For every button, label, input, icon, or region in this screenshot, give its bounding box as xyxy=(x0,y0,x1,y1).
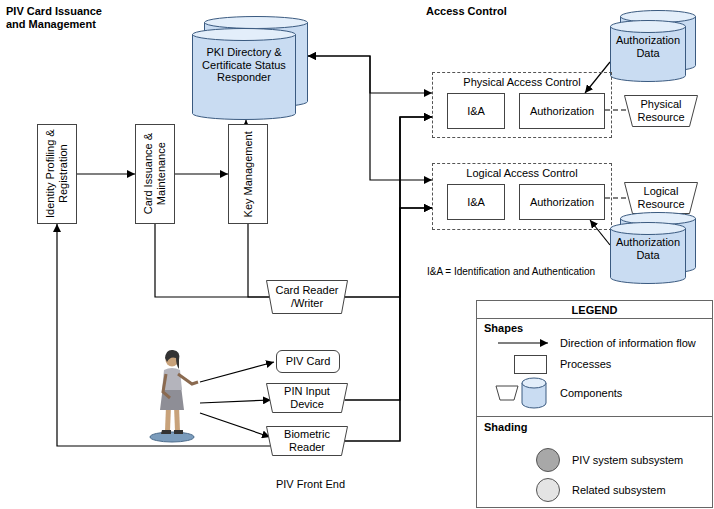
process-box: Authorization xyxy=(519,93,605,129)
legend-text: Components xyxy=(560,387,622,400)
node-label: Key Management xyxy=(242,128,255,220)
node-label: I&A xyxy=(467,105,485,118)
database-cylinder: PKI Directory & Certificate Status Respo… xyxy=(192,16,308,120)
connector xyxy=(57,224,270,446)
legend-frame xyxy=(476,301,713,508)
node-label: PKI Directory & Certificate Status Respo… xyxy=(198,46,290,84)
group-title: PIV Card Issuance and Management xyxy=(6,5,116,30)
node-label: Identity Profiling & Registration xyxy=(44,128,69,220)
legend-swatch xyxy=(536,478,560,502)
label-holder: Shapes xyxy=(484,322,523,335)
node-label: Card Issuance & Maintenance xyxy=(142,128,167,220)
legend-swatch xyxy=(536,448,560,472)
note-text: I&A = Identification and Authentication xyxy=(427,266,595,278)
group-title: Physical Access Control xyxy=(463,76,580,89)
legend-holder: Direction of information flow xyxy=(560,337,696,350)
connector xyxy=(248,224,269,297)
connector xyxy=(345,208,432,441)
process-box: I&A xyxy=(447,184,505,220)
connector xyxy=(155,224,269,297)
legend-heading: Shading xyxy=(484,421,527,434)
connector xyxy=(175,173,228,174)
label-holder: I&A = Identification and Authentication xyxy=(427,266,595,278)
connector xyxy=(345,117,432,400)
group-title: PIV Front End xyxy=(276,478,345,491)
person-arrows xyxy=(200,362,274,437)
process-box: Key Management xyxy=(228,124,268,224)
node-label: Biometric Reader xyxy=(273,428,341,453)
label-holder: Shading xyxy=(484,421,527,434)
process-box: I&A xyxy=(447,93,505,129)
node-label: Authorization xyxy=(530,196,594,209)
component-box: Card Reader /Writer xyxy=(266,280,348,314)
connector xyxy=(605,197,628,198)
node-label: PIV Card xyxy=(286,355,331,368)
legend-text: Related subsystem xyxy=(572,484,666,497)
node-label: Card Reader /Writer xyxy=(273,284,341,309)
connector xyxy=(345,208,432,400)
process-box: Identity Profiling & Registration xyxy=(37,124,77,224)
node-label: Logical Resource xyxy=(633,185,689,210)
subsystem-panel: PIV Card Issuance and ManagementPKI Dire… xyxy=(0,0,405,238)
node-label: Physical Resource xyxy=(633,98,689,123)
legend-holder: PIV system subsystem xyxy=(572,454,683,467)
node-label: I&A xyxy=(467,196,485,209)
connector xyxy=(77,173,135,174)
access-control-group: Logical Access ControlI&A Authorization xyxy=(432,163,612,230)
component-box: Biometric Reader xyxy=(266,426,348,456)
process-box: Authorization xyxy=(519,184,605,220)
connector xyxy=(585,62,610,93)
database-cylinder: Authorization Data xyxy=(610,10,696,82)
legend-samples xyxy=(496,343,548,408)
legend-heading: Shapes xyxy=(484,322,523,335)
group-title: Logical Access Control xyxy=(466,167,577,180)
connector xyxy=(605,109,628,110)
node-label: Authorization Data xyxy=(612,236,684,261)
database-cylinder: Authorization Data xyxy=(610,212,696,284)
legend-holder: Components xyxy=(560,387,622,400)
legend-text: Direction of information flow xyxy=(560,337,696,350)
group-title: Access Control xyxy=(426,5,507,18)
label-holder: LEGEND xyxy=(476,304,713,317)
connector xyxy=(308,56,432,180)
card-box: PIV Card xyxy=(276,350,340,373)
legend-text: Processes xyxy=(560,358,611,371)
subsystem-panel: PIV Front End Card Reader /WriterPIV Card… xyxy=(252,268,369,497)
component-box: Logical Resource xyxy=(624,182,698,214)
connector xyxy=(345,208,432,297)
node-label: Authorization xyxy=(530,105,594,118)
connector xyxy=(590,220,610,245)
legend-text: PIV system subsystem xyxy=(572,454,683,467)
access-control-group: Physical Access ControlI&A Authorization xyxy=(432,72,612,138)
node-label: Authorization Data xyxy=(612,34,684,59)
subsystem-panel: Access ControlAuthorization DataPhysical… xyxy=(420,0,714,288)
component-box: PIN Input Device xyxy=(266,383,348,413)
legend-heading: LEGEND xyxy=(476,304,713,317)
legend-holder: Related subsystem xyxy=(572,484,666,497)
person-figure xyxy=(150,350,198,442)
process-box: Card Issuance & Maintenance xyxy=(135,124,175,224)
connector xyxy=(345,117,432,441)
node-label: PIN Input Device xyxy=(273,385,341,410)
legend-holder: Processes xyxy=(560,358,611,371)
connector xyxy=(345,117,432,297)
component-box: Physical Resource xyxy=(624,95,698,127)
